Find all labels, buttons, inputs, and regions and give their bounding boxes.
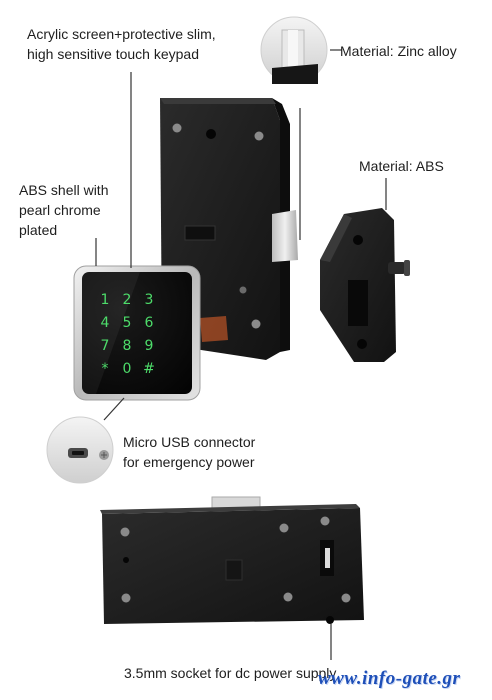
keypad-key-5: 5 (123, 315, 132, 331)
keypad-key-2: 2 (123, 292, 132, 308)
dc-socket (326, 616, 334, 624)
keypad-key-0: 0 (123, 361, 132, 377)
keypad-key-6: 6 (145, 315, 154, 331)
screw-icon (279, 523, 289, 533)
screw-icon (254, 131, 264, 141)
label-abs-shell: ABS shell with pearl chrome plated (19, 182, 109, 238)
screw-icon (172, 123, 182, 133)
watermark-logo: www.info-gate.gr (318, 668, 461, 689)
latch-bolt (272, 210, 298, 262)
label-acrylic-keypad: Acrylic screen+protective slim, high sen… (27, 26, 216, 62)
keypad-key-star: * (102, 361, 109, 377)
keypad-key-hash: # (143, 361, 155, 377)
leader-lines (95, 49, 387, 660)
label-micro-usb: Micro USB connector for emergency power (123, 434, 256, 470)
label-abs-material: Material: ABS (359, 158, 444, 174)
label-zinc-alloy: Material: Zinc alloy (340, 43, 457, 59)
screw-icon (283, 592, 293, 602)
keypad-key-4: 4 (101, 315, 110, 331)
screw-icon (121, 593, 131, 603)
keypad-key-8: 8 (123, 338, 132, 354)
screw-icon (341, 593, 351, 603)
keypad-key-7: 7 (101, 338, 110, 354)
screw-icon (320, 516, 330, 526)
keypad-key-1: 1 (101, 292, 110, 308)
screw-icon (120, 527, 130, 537)
strike-plate (320, 208, 410, 362)
keypad-key-3: 3 (145, 292, 154, 308)
label-dc-socket: 3.5mm socket for dc power supply (124, 665, 337, 681)
screw-icon (239, 286, 247, 294)
screw-icon (251, 319, 261, 329)
usb-inset (46, 416, 114, 484)
lock-body-lower (100, 496, 364, 624)
zinc-inset (260, 16, 328, 84)
keypad-key-9: 9 (145, 338, 154, 354)
